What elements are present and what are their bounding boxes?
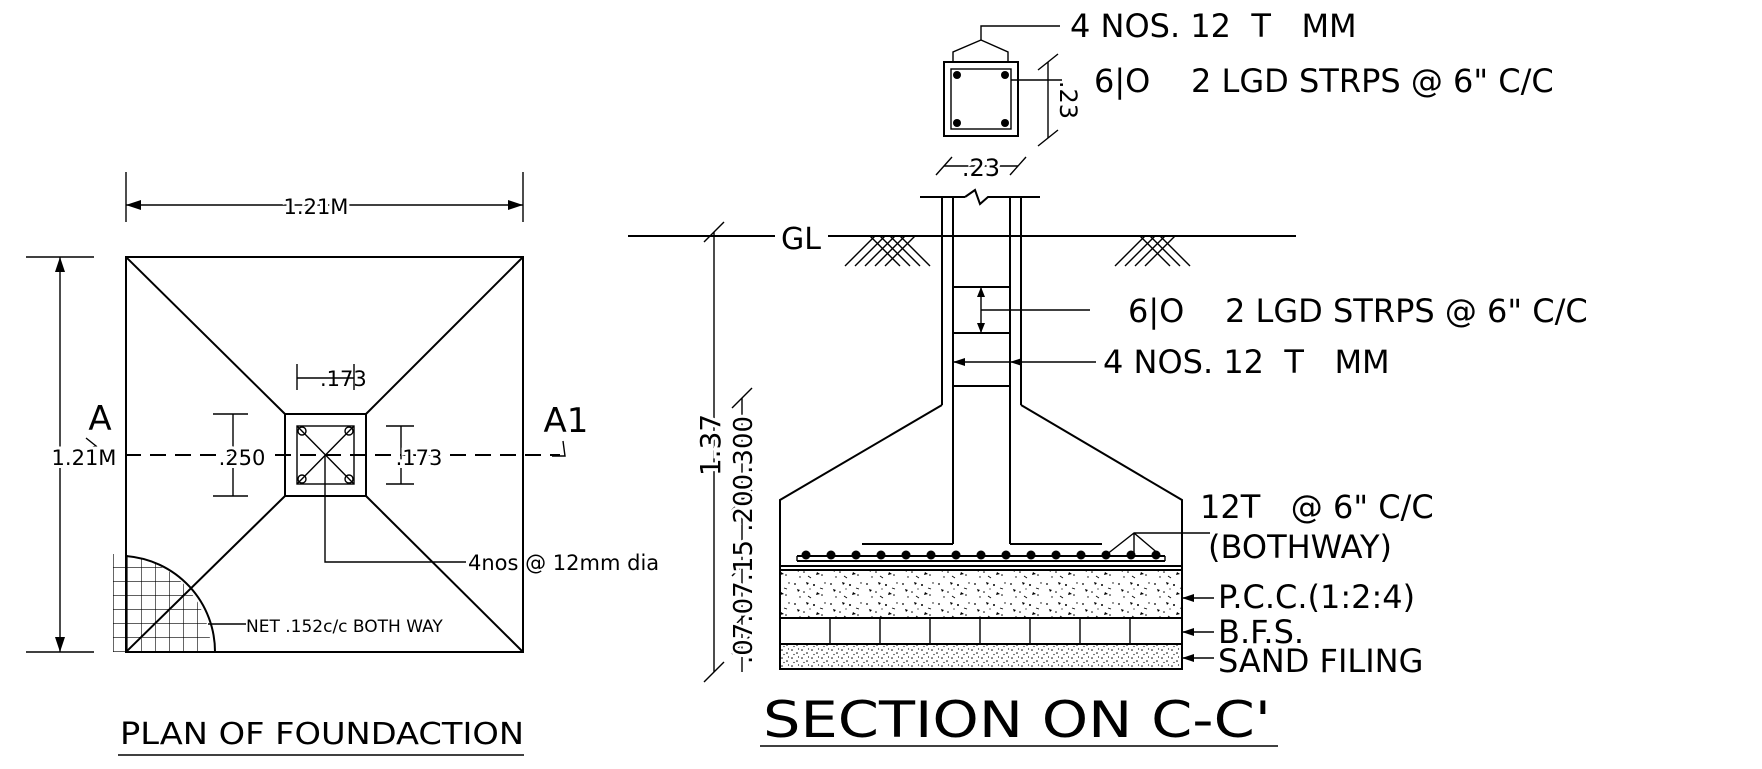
column-detail-bars-leader [980,25,1060,40]
section-stirrups-label: 6|O 2 LGD STRPS @ 6" C/C [1128,292,1588,330]
mesh-bar-dot [1026,550,1036,560]
plan-bar [344,426,354,436]
column-detail-inner [950,68,1012,130]
mesh-bar-dot [1001,550,1011,560]
column-detail-outer [943,61,1019,137]
mesh-bar-dot [876,550,886,560]
section-dim-total-text: 1.37 [694,414,727,476]
plan-dim-col-top-text: .173 [320,367,367,391]
plan-bar [297,474,307,484]
mesh-bar-dot [851,550,861,560]
plan-slope-line [125,256,286,415]
section-title: SECTION ON C-C' [763,691,1271,749]
plan-section-arrow-right [552,440,566,457]
plan-section-mark-left: A [88,399,111,439]
plan-bar [297,426,307,436]
plan-dim-height-text: 1.21M [52,446,117,470]
plan-bars-leader [324,455,466,563]
column-detail-main-bars: 4 NOS. 12 T MM [1070,7,1357,45]
section-mesh-leader [1105,532,1210,556]
plan-dim-arrow [126,200,141,210]
plan-net-arc [125,555,217,653]
plan-dim-col-right-text: .173 [396,446,443,470]
pcc-label: P.C.C.(1:2:4) [1218,578,1415,616]
bfs-layer [779,617,1183,645]
plan-dim-arrow [508,200,523,210]
plan-slope-line [365,256,524,415]
column-detail-stirrups: 6|O 2 LGD STRPS @ 6" C/C [1094,62,1554,100]
column-detail-bar [953,119,961,127]
pcc-layer [779,569,1183,619]
soil-hatch-right [1114,235,1191,267]
plan-section-mark-right: A1 [544,401,589,441]
section-mesh-note: (BOTHWAY) [1208,528,1392,566]
plan-net-grid [113,554,211,652]
section-mesh-label: 12T @ 6" C/C [1200,488,1434,526]
mesh-bar-dot [1076,550,1086,560]
plan-note-bars: 4nos @ 12mm dia [468,551,659,575]
section-dim-stack-text: .07.07.15 .200.300 [729,416,759,664]
plan-slope-line [365,495,524,653]
column-detail: 4 NOS. 12 T MM 6|O 2 LGD STRPS @ 6" C/C … [935,7,1554,185]
column-break-symbol [964,188,1040,206]
plan-section-arrow-left [83,437,98,451]
mesh-bar-dot [901,550,911,560]
ground-level-label: GL [781,222,821,257]
bfs-brick-joints [829,618,1131,644]
column-detail-bar [953,71,961,79]
column-detail-hook [952,39,1009,62]
section-footing-left-slope [779,404,943,665]
mesh-bar-dot [926,550,936,560]
sand-layer [779,643,1183,670]
section-bars-label: 4 NOS. 12 T MM [1103,343,1390,381]
plan-dim-width-text: 1.21M [284,195,349,219]
column-detail-dim-depth: .23 [1054,81,1082,119]
column-detail-dim-width: .23 [962,154,1000,182]
mesh-bar-dot [826,550,836,560]
plan-dim-arrow [55,257,65,272]
mesh-bar-dot [951,550,961,560]
plan-note-net: NET .152c/c BOTH WAY [246,617,443,637]
plan-title: PLAN OF FOUNDACTION [120,717,524,752]
mesh-bar-dot [1126,550,1136,560]
section-footing-right-slope [1020,404,1183,665]
mesh-bar-dot [801,550,811,560]
mesh-bar-dot [976,550,986,560]
section-view: GL 6|O 2 LGD STRPS @ 6" C/C 4 NOS. 12 T … [628,188,1588,749]
column-detail-bar [1001,71,1009,79]
plan-bar [344,474,354,484]
plan-view: 1.21M 1.21M A A1 .173 .250 .173 4nos @ 1… [26,172,659,756]
bfs-label: B.F.S. [1218,613,1304,651]
sand-label: SAND FILING [1218,642,1423,680]
soil-hatch-left [844,235,931,267]
column-detail-bar [1001,119,1009,127]
mesh-bar-dot [1051,550,1061,560]
plan-dim-arrow [55,637,65,652]
plan-dim-col-left-text: .250 [219,446,266,470]
